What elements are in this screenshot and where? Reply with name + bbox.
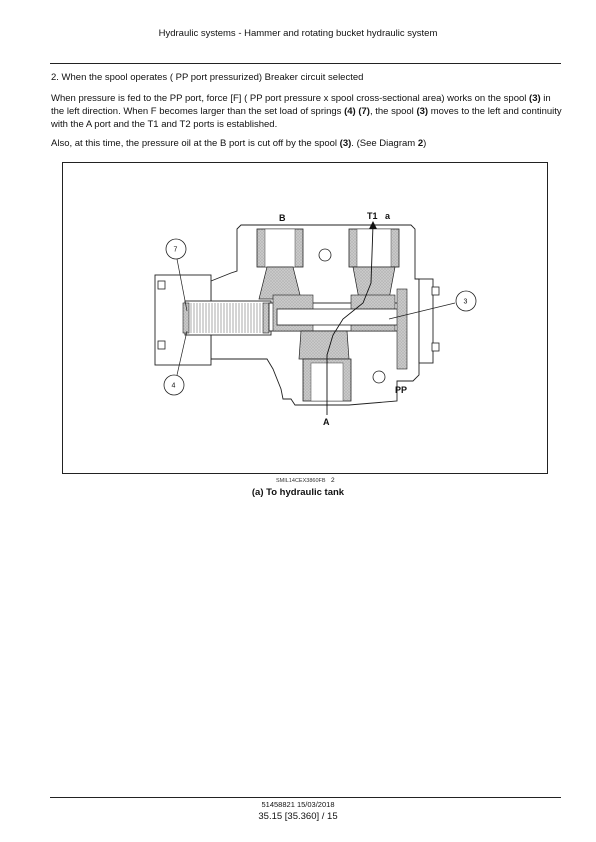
- pp-pilot-channel: [396, 288, 408, 370]
- figure-number: 2: [331, 477, 335, 484]
- spool: [276, 308, 402, 326]
- port-b-label: B: [279, 213, 286, 223]
- right-mount-bottom: [431, 342, 440, 352]
- para1-ref-b: (4) (7): [344, 106, 370, 117]
- para1-ref-a: (3): [529, 93, 541, 104]
- figure-code: SMIL14CEX3860FB: [276, 478, 326, 484]
- para1-text-a: When pressure is fed to the PP port, for…: [51, 93, 530, 104]
- left-mount-top: [157, 280, 166, 290]
- port-pp-label: PP: [395, 385, 407, 395]
- para2-text-b: . (See Diagram: [351, 138, 418, 149]
- para1-text-b: in the left direction. When F becomes la…: [51, 93, 551, 117]
- valve-diagram: B T1 a A PP 7 4 3: [154, 211, 477, 427]
- para2-ref-b: 2: [417, 138, 424, 149]
- small-port-lower: [372, 370, 386, 384]
- callout-7-leader: [176, 258, 188, 312]
- callout-4-circle: [163, 374, 185, 396]
- spring-seat-right: [262, 302, 270, 334]
- callout-7-number: 7: [174, 247, 178, 254]
- para2-ref-a: (3): [339, 138, 352, 149]
- page-header-title: Hydraulic systems - Hammer and rotating …: [158, 28, 438, 39]
- port-b-bore-inner: [264, 228, 296, 268]
- para2-text-c: ): [423, 138, 427, 149]
- spring-coils: [190, 303, 261, 333]
- flow-path-arrow: [326, 224, 374, 415]
- callout-3-circle: [455, 290, 477, 312]
- right-mount-top: [431, 286, 440, 296]
- figure-frame: B T1 a A PP 7 4 3: [62, 162, 548, 474]
- footer-doc-id: 51458821 15/03/2018: [261, 800, 335, 809]
- paragraph-b-port-cutoff: Also, at this time, the pressure oil at …: [51, 137, 563, 150]
- section-heading: 2. When the spool operates ( PP port pre…: [51, 72, 364, 83]
- paragraph-spool-force: When pressure is fed to the PP port, for…: [51, 92, 563, 131]
- footer-page-ref: 35.15 [35.360] / 15: [258, 811, 338, 822]
- para1-ref-c: (3): [416, 106, 429, 117]
- callout-4-leader: [176, 330, 188, 376]
- port-t1-passage: [352, 266, 396, 300]
- callout-3-number: 3: [464, 299, 468, 306]
- para2-text-a: Also, at this time, the pressure oil at …: [51, 138, 340, 149]
- port-a-small-label: a: [385, 211, 391, 221]
- flow-arrow-head: [369, 221, 377, 229]
- port-a-label: A: [323, 417, 330, 427]
- port-t1-bore-inner: [356, 228, 392, 268]
- callout-4-number: 4: [172, 383, 176, 390]
- spring-chamber: [184, 300, 272, 336]
- figure-caption: (a) To hydraulic tank: [251, 487, 345, 498]
- right-end-cap: [418, 278, 434, 364]
- footer-rule: [50, 797, 561, 798]
- para1-text-c: , the spool: [369, 106, 417, 117]
- port-t1-label: T1: [367, 211, 378, 221]
- left-mount-bottom: [157, 340, 166, 350]
- header-rule: [50, 63, 561, 64]
- callout-7-circle: [165, 238, 187, 260]
- spring-seat-left: [182, 302, 190, 334]
- port-a-passage: [298, 330, 350, 360]
- small-port-upper: [318, 248, 332, 262]
- para1-text-d: moves to the left and continuity with th…: [51, 106, 562, 130]
- callout-3-leader: [388, 302, 456, 320]
